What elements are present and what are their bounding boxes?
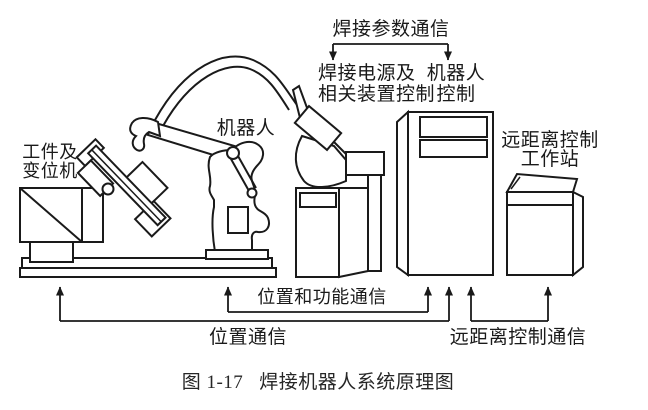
elbow-joint (226, 146, 240, 160)
link-joint (246, 187, 258, 199)
positioner-pivot (101, 182, 115, 196)
pos-comm-bracket (56, 286, 453, 322)
label-remote-ctrl-comm: 远距离控制通信 (449, 327, 587, 348)
power-source-panel (299, 192, 337, 208)
remote-comm-bracket (467, 286, 552, 322)
base-rail (19, 257, 277, 278)
workstation-lid (505, 172, 579, 193)
controller-slot-1 (419, 116, 488, 138)
figure-title: 焊接机器人系统原理图 (259, 372, 455, 393)
label-robot: 机器人 (216, 118, 276, 139)
robot-controller-drawing (396, 109, 494, 277)
param-comm-bracket (329, 43, 452, 61)
robot-base (205, 249, 269, 260)
figure-number: 图 1-17 (181, 372, 244, 393)
label-welding-param-comm: 焊接参数通信 (332, 19, 450, 40)
label-power-device-control: 焊接电源及 相关装置控制 (318, 63, 436, 105)
figure-caption: 图 1-17 焊接机器人系统原理图 (182, 367, 455, 394)
controller-slot-2 (419, 139, 488, 158)
workstation-drawing (505, 172, 584, 278)
wire-feeder-stand (345, 151, 385, 272)
label-remote-workstation: 远距离控制 工作站 (501, 130, 599, 170)
communication-lines (56, 43, 552, 322)
welding-power-source-drawing (295, 187, 369, 279)
robot-arm-drawing (129, 55, 347, 260)
label-robot-control: 机器人 控制 (426, 63, 486, 105)
label-pos-comm: 位置通信 (208, 327, 288, 348)
torch-holder (294, 134, 347, 188)
label-pos-func-comm: 位置和功能通信 (257, 287, 387, 307)
label-workpiece-positioner: 工件及 变位机 (22, 142, 78, 181)
workpiece-positioner-drawing (19, 137, 172, 263)
torch-collar (293, 104, 343, 152)
pos-func-comm-bracket (224, 286, 432, 313)
